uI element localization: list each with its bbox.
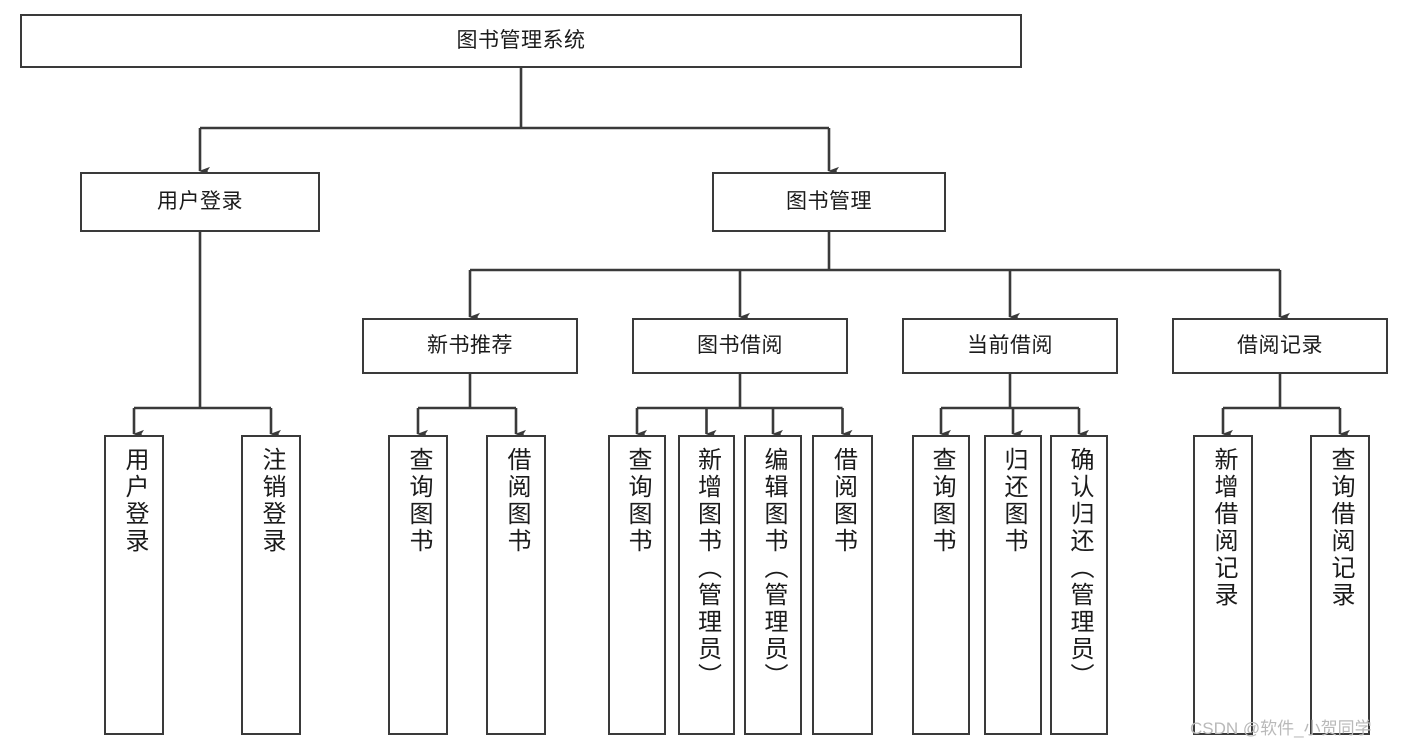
node-label: 用户登录 xyxy=(157,189,243,213)
node-book-manage[interactable]: 图书管理 xyxy=(712,172,946,232)
node-label: 新增图书（管理员） xyxy=(693,447,721,690)
node-new-book-rec[interactable]: 新书推荐 xyxy=(362,318,578,374)
node-label: 新书推荐 xyxy=(427,333,513,357)
node-leaf-confirm-return[interactable]: 确认归还（管理员） xyxy=(1050,435,1108,735)
node-leaf-query-book-br[interactable]: 查询图书 xyxy=(608,435,666,735)
node-label: 查询图书 xyxy=(928,447,955,555)
node-label: 查询图书 xyxy=(624,447,651,555)
node-label: 归还图书 xyxy=(1000,447,1027,555)
node-leaf-query-book-rec[interactable]: 查询图书 xyxy=(388,435,448,735)
node-leaf-user-logout[interactable]: 注销登录 xyxy=(241,435,301,735)
node-current-borrow[interactable]: 当前借阅 xyxy=(902,318,1118,374)
node-label: 用户登录 xyxy=(121,447,148,555)
node-leaf-query-record[interactable]: 查询借阅记录 xyxy=(1310,435,1370,735)
node-label: 图书借阅 xyxy=(697,333,783,357)
node-leaf-borrow-book-br[interactable]: 借阅图书 xyxy=(812,435,873,735)
node-leaf-add-book[interactable]: 新增图书（管理员） xyxy=(678,435,735,735)
node-label: 借阅图书 xyxy=(829,447,857,555)
node-leaf-return-book[interactable]: 归还图书 xyxy=(984,435,1042,735)
node-label: 注销登录 xyxy=(258,447,285,555)
node-borrow-record[interactable]: 借阅记录 xyxy=(1172,318,1388,374)
node-label: 查询借阅记录 xyxy=(1327,447,1354,609)
node-label: 图书管理 xyxy=(786,189,872,213)
node-root[interactable]: 图书管理系统 xyxy=(20,14,1022,68)
node-label: 查询图书 xyxy=(405,447,432,555)
node-label: 确认归还（管理员） xyxy=(1066,447,1093,690)
node-label: 当前借阅 xyxy=(967,333,1053,357)
node-label: 借阅图书 xyxy=(503,447,530,555)
node-label: 图书管理系统 xyxy=(456,28,586,52)
node-leaf-borrow-book-rec[interactable]: 借阅图书 xyxy=(486,435,546,735)
node-book-borrow[interactable]: 图书借阅 xyxy=(632,318,848,374)
node-label: 新增借阅记录 xyxy=(1210,447,1237,609)
node-label: 编辑图书（管理员） xyxy=(760,447,787,690)
node-label: 借阅记录 xyxy=(1237,333,1323,357)
watermark: CSDN @软件_小贺同学 xyxy=(1190,719,1372,738)
node-leaf-add-record[interactable]: 新增借阅记录 xyxy=(1193,435,1253,735)
node-user-login[interactable]: 用户登录 xyxy=(80,172,320,232)
node-leaf-query-book-cb[interactable]: 查询图书 xyxy=(912,435,970,735)
node-leaf-user-login[interactable]: 用户登录 xyxy=(104,435,164,735)
node-leaf-edit-book[interactable]: 编辑图书（管理员） xyxy=(744,435,802,735)
